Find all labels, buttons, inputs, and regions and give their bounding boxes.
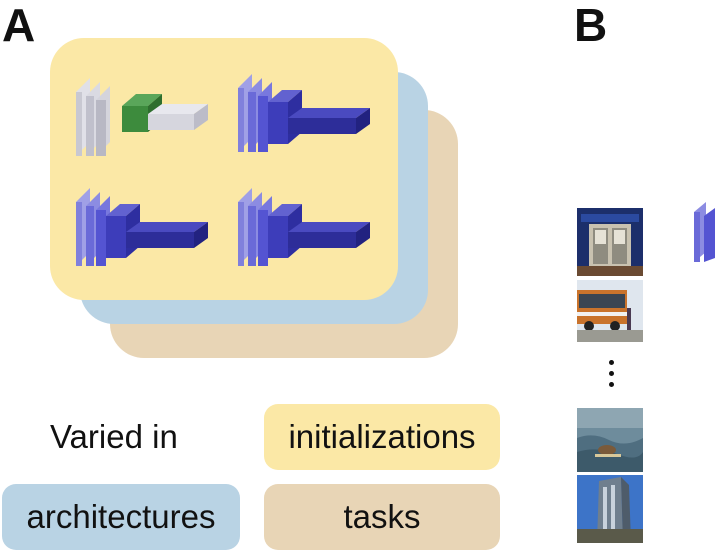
bus-photo: [577, 280, 643, 342]
train-interior-photo: [577, 208, 643, 276]
varied-in-label: Varied in: [50, 418, 178, 455]
blue-network-icon: [238, 188, 370, 266]
gray-green-network-icon: [76, 78, 208, 156]
blue-network-icon: [238, 74, 370, 152]
building-photo: [577, 475, 643, 543]
panel-label-a: A: [2, 0, 36, 51]
panel-label-b: B: [574, 0, 608, 51]
dog-surfing-photo: [577, 408, 643, 472]
vertical-ellipsis: [604, 360, 618, 393]
initializations-legend: initializations: [264, 404, 500, 470]
partial-blue-network-icon: [694, 202, 715, 262]
tasks-legend: tasks: [264, 484, 500, 550]
architectures-legend: architectures: [2, 484, 240, 550]
blue-network-icon: [76, 188, 208, 266]
